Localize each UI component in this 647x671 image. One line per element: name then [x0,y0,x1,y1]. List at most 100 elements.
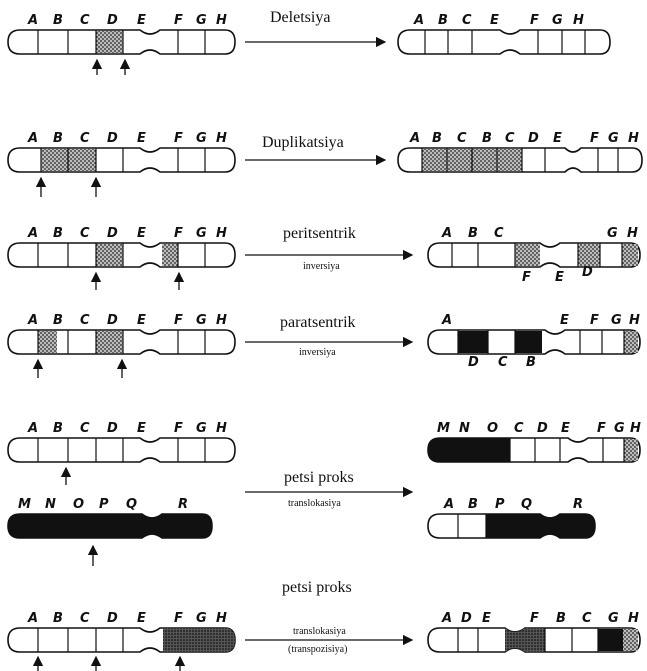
operation-label: petsi proks [284,469,354,486]
svg-text:D: D [107,131,118,146]
svg-text:F: F [590,313,599,328]
svg-text:G: G [196,421,207,436]
svg-text:A: A [27,313,38,328]
svg-text:D: D [468,355,479,370]
svg-text:G: G [611,313,622,328]
svg-text:C: C [80,313,90,328]
svg-text:G: G [552,13,563,28]
svg-text:D: D [107,313,118,328]
svg-text:P: P [495,497,505,512]
svg-text:B: B [438,13,448,28]
svg-text:E: E [490,13,499,28]
svg-text:C: C [494,226,504,241]
svg-text:D: D [461,611,472,626]
svg-text:E: E [553,131,562,146]
svg-text:E: E [137,611,146,626]
svg-text:H: H [627,226,638,241]
svg-text:E: E [137,226,146,241]
svg-text:H: H [628,131,639,146]
svg-text:F: F [530,611,539,626]
chromosome-paracentric-before: A B C D E F G H [7,313,236,378]
svg-text:B: B [556,611,566,626]
chromosome-deletion-before: A B C D E F G H [7,13,236,75]
svg-text:B: B [53,421,63,436]
svg-text:G: G [614,421,625,436]
row-pericentric-inversion: A B C D E F G H peritsentrik inversiya A [7,225,641,290]
svg-text:B: B [53,611,63,626]
svg-text:C: C [462,13,472,28]
svg-text:F: F [522,270,531,285]
svg-text:E: E [137,131,146,146]
svg-text:G: G [607,226,618,241]
svg-text:A: A [443,497,454,512]
svg-text:N: N [459,421,470,436]
svg-text:C: C [80,421,90,436]
svg-text:O: O [487,421,498,436]
svg-text:B: B [53,226,63,241]
svg-text:G: G [196,313,207,328]
svg-text:H: H [630,421,641,436]
operation-label: Duplikatsiya [262,134,344,151]
operation-sublabel: inversiya [299,347,336,358]
svg-text:E: E [482,611,491,626]
gene-label-F: F [174,13,183,28]
operation-sublabel: translokasiya [288,498,341,509]
svg-text:Q: Q [521,497,532,512]
svg-text:C: C [457,131,467,146]
svg-text:C: C [80,611,90,626]
svg-text:F: F [174,611,183,626]
chromosome-translocation-before-2: M N O P Q R [7,497,213,566]
svg-text:B: B [468,226,478,241]
svg-text:G: G [608,131,619,146]
svg-text:C: C [80,226,90,241]
svg-text:A: A [441,611,452,626]
svg-text:Q: Q [126,497,137,512]
svg-text:C: C [498,355,508,370]
svg-text:A: A [409,131,420,146]
gene-label-E: E [137,13,146,28]
svg-text:B: B [526,355,536,370]
svg-text:H: H [216,226,227,241]
svg-text:A: A [441,313,452,328]
svg-text:E: E [137,313,146,328]
chromosome-transposition-before: A B C D E F G H [7,611,236,671]
gene-label-B: B [53,13,63,28]
svg-text:F: F [590,131,599,146]
svg-text:A: A [441,226,452,241]
chromosome-deletion-after: A B C E F G H [397,13,611,55]
svg-text:G: G [196,131,207,146]
svg-text:E: E [555,270,564,285]
operation-label: petsi proks [282,579,352,596]
row-duplication: A B C D E F G H Duplikatsiya A B C [7,131,643,197]
svg-text:D: D [107,611,118,626]
svg-text:A: A [27,421,38,436]
svg-text:E: E [137,421,146,436]
chromosome-pericentric-before: A B C D E F G H [7,226,236,290]
operation-sublabel-2: (transpozisiya) [288,644,347,655]
svg-text:B: B [468,497,478,512]
svg-text:B: B [432,131,442,146]
svg-text:D: D [537,421,548,436]
svg-text:P: P [99,497,109,512]
svg-text:E: E [560,313,569,328]
svg-text:B: B [53,313,63,328]
gene-label-G: G [196,13,207,28]
svg-text:R: R [573,497,583,512]
svg-text:G: G [196,611,207,626]
svg-text:C: C [505,131,515,146]
chromosome-paracentric-after: A E F G H D C B [427,313,641,370]
svg-text:D: D [107,421,118,436]
svg-text:R: R [178,497,188,512]
svg-text:H: H [629,313,640,328]
svg-text:D: D [582,265,593,280]
operation-sublabel: inversiya [303,261,340,272]
svg-text:C: C [80,131,90,146]
svg-text:E: E [561,421,570,436]
svg-text:A: A [27,131,38,146]
svg-text:H: H [216,131,227,146]
svg-text:C: C [582,611,592,626]
svg-text:A: A [27,611,38,626]
operation-label: paratsentrik [280,314,356,331]
svg-text:F: F [530,13,539,28]
